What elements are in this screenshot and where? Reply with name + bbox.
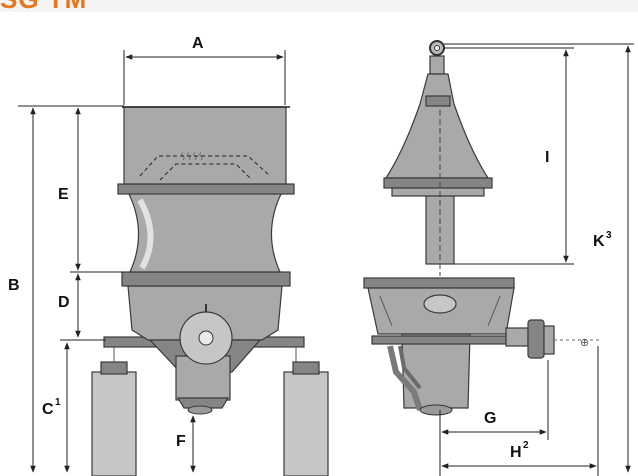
upper-cone [384, 73, 490, 179]
label-k-superscript: 3 [606, 230, 612, 241]
label-c: C [42, 401, 54, 418]
svg-text:⊕: ⊕ [580, 337, 589, 349]
side-view: ⊕ [363, 40, 600, 416]
svg-text:ᛊᛊᛊᛊ: ᛊᛊᛊᛊ [180, 152, 204, 164]
side-flange [363, 277, 515, 289]
left-support-post [91, 371, 137, 476]
label-f: F [176, 433, 186, 450]
left-support-cap [100, 361, 128, 375]
upper-shell [127, 191, 283, 273]
label-b: B [8, 277, 20, 294]
label-k: K [593, 233, 605, 250]
header-strip: SG TM [0, 0, 638, 12]
label-d: D [58, 294, 70, 311]
pulley [527, 319, 545, 359]
bottom-housing [401, 333, 471, 409]
top-flange [117, 183, 295, 195]
right-support-post [283, 371, 329, 476]
label-h-superscript: 2 [523, 440, 529, 451]
label-h: H [510, 444, 522, 461]
label-i: I [545, 149, 549, 166]
label-g: G [484, 410, 496, 427]
front-view: ᛊᛊᛊᛊ [91, 106, 329, 476]
feed-hopper [123, 106, 287, 185]
label-e: E [58, 186, 69, 203]
dimensions [18, 43, 634, 476]
label-c-superscript: 1 [55, 397, 61, 408]
right-support-cap [292, 361, 320, 375]
label-a: A [192, 35, 204, 52]
dimension-labels: A B E D C 1 F I K 3 G H 2 [8, 35, 612, 461]
page-title: SG TM [0, 0, 87, 12]
adjustment-ring [121, 271, 291, 287]
